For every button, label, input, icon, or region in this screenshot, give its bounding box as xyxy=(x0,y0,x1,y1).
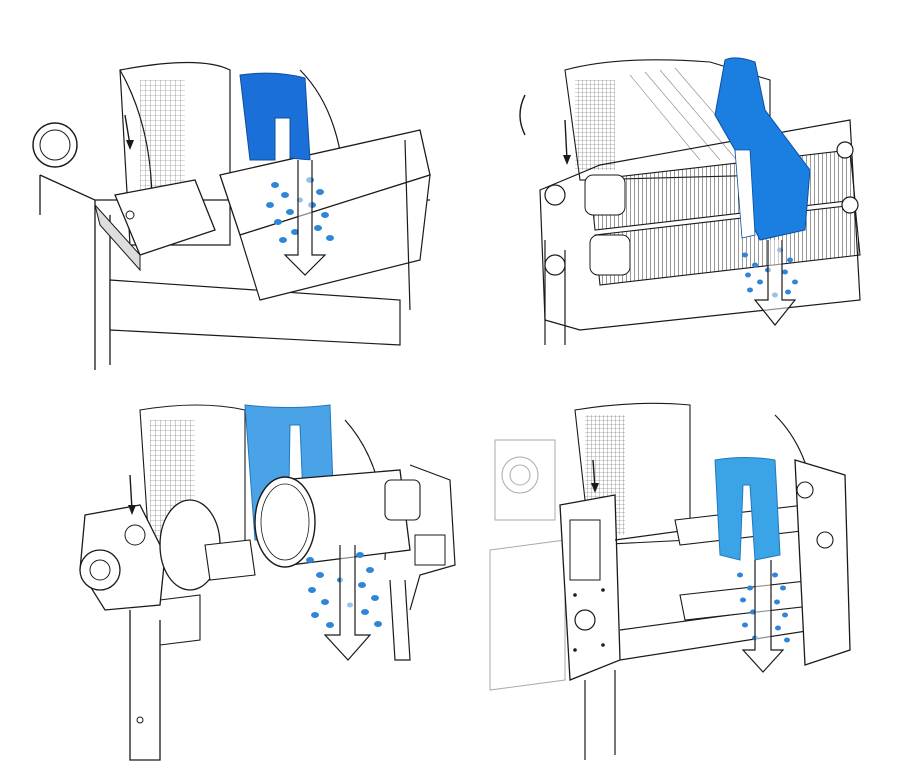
product-belt xyxy=(714,457,781,561)
panel-cylinder-cutter xyxy=(0,380,475,765)
base-trough xyxy=(109,279,401,346)
flow-arrow xyxy=(753,240,797,326)
rotation-arrow xyxy=(129,474,133,511)
background-machinery xyxy=(489,439,566,691)
upper-roller xyxy=(674,504,811,546)
drum-body xyxy=(564,59,771,181)
blade-cutter-illustration xyxy=(32,61,431,370)
right-side-plate xyxy=(794,459,851,666)
product-belt xyxy=(239,72,311,161)
drum-mesh xyxy=(575,80,615,170)
bearing xyxy=(544,184,566,206)
panel-roller-shredder xyxy=(470,0,903,375)
flow-arrow xyxy=(283,160,327,276)
side-ring xyxy=(32,122,78,168)
support-leg xyxy=(129,610,161,761)
panel-blade-cutter xyxy=(0,0,460,375)
bearing xyxy=(544,254,566,276)
plate-cutter-illustration xyxy=(489,402,851,760)
cut-chips xyxy=(737,572,790,643)
right-bracket xyxy=(409,464,456,611)
flow-arrow xyxy=(323,545,372,661)
cylinder-cutter-illustration xyxy=(79,404,456,761)
left-blade-holder xyxy=(114,179,216,256)
panel-plate-cutter xyxy=(475,380,903,765)
roller-shredder-illustration xyxy=(519,57,861,345)
flow-arrow xyxy=(741,560,785,673)
rotation-arrow xyxy=(564,119,568,161)
